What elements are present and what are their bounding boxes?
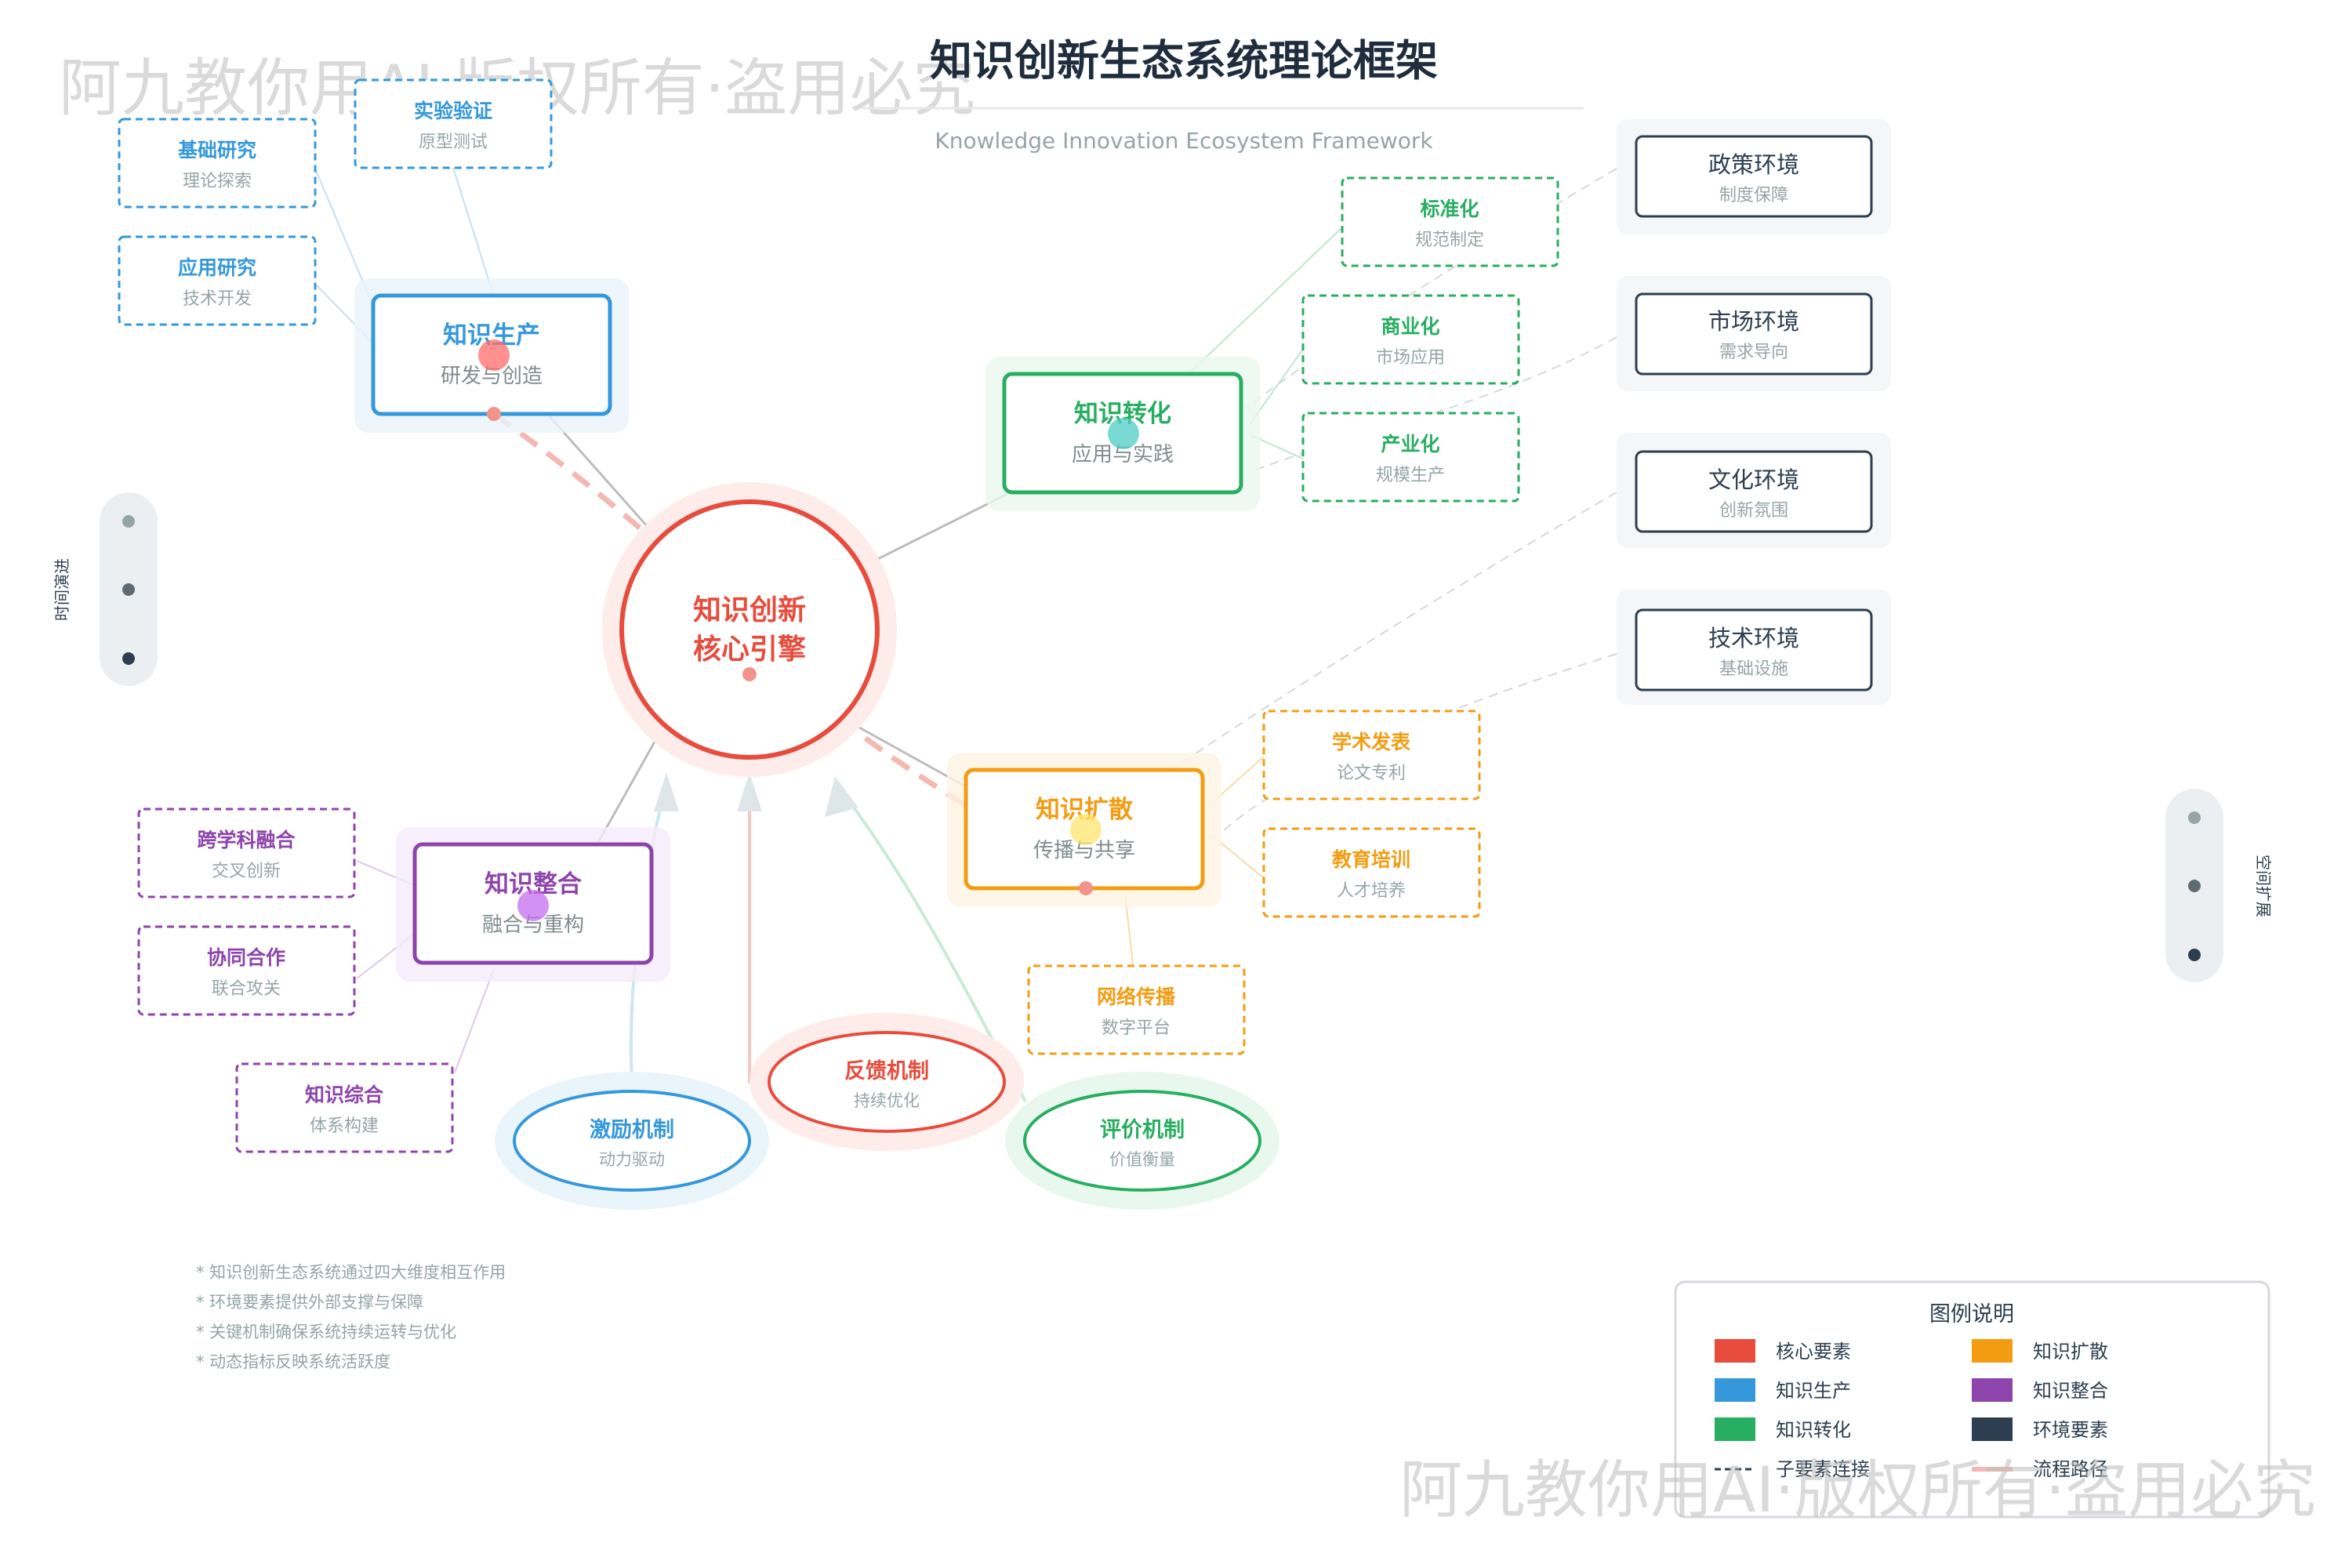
- sub-interdisciplinary[interactable]: 跨学科融合 交叉创新: [137, 808, 356, 898]
- watermark-bottom: 阿九教你用AI·版权所有·盗用必究: [1399, 1454, 2316, 1526]
- env-policy[interactable]: 政策环境 制度保障: [1617, 119, 1891, 234]
- mechanism-evaluation-title: 评价机制: [1100, 1118, 1185, 1142]
- sub-publication-subtitle: 论文专利: [1337, 764, 1406, 783]
- sub-applied-research[interactable]: 应用研究 技术开发: [118, 235, 317, 326]
- legend-swatch-diffusion: [1972, 1339, 2013, 1363]
- sub-commercialization-subtitle: 市场应用: [1376, 348, 1445, 368]
- sub-interdisciplinary-title: 跨学科融合: [197, 829, 296, 851]
- legend: 图例说明 核心要素 知识扩散 知识生产 知识整合 知识转化 环境要素 子要素连接…: [1674, 1280, 2270, 1519]
- page-title: 知识创新生态系统理论框架: [930, 36, 1438, 85]
- sub-basic-research-subtitle: 理论探索: [183, 172, 252, 191]
- legend-title: 图例说明: [1929, 1302, 2014, 1327]
- env-technology[interactable]: 技术环境 基础设施: [1617, 590, 1891, 705]
- notes: * 知识创新生态系统通过四大维度相互作用 * 环境要素提供外部支撑与保障 * 关…: [196, 1263, 506, 1371]
- note-2: * 环境要素提供外部支撑与保障: [196, 1293, 423, 1312]
- env-market-subtitle: 需求导向: [1719, 343, 1788, 362]
- mechanism-feedback[interactable]: 反馈机制 持续优化: [750, 1013, 1024, 1151]
- legend-label-flow: 流程路径: [2033, 1458, 2108, 1480]
- sub-education-subtitle: 人才培养: [1337, 881, 1406, 901]
- env-market[interactable]: 市场环境 需求导向: [1617, 276, 1891, 391]
- mechanism-incentive-title: 激励机制: [590, 1117, 674, 1142]
- time-evolution-label: 时间演进: [53, 558, 71, 621]
- sub-standardization[interactable]: 标准化 规范制定: [1341, 176, 1559, 267]
- note-4: * 动态指标反映系统活跃度: [196, 1352, 390, 1371]
- legend-label-diffusion: 知识扩散: [2033, 1341, 2108, 1363]
- sub-industrialization-title: 产业化: [1381, 433, 1439, 456]
- sub-applied-research-title: 应用研究: [178, 256, 256, 279]
- env-culture-title: 文化环境: [1708, 466, 1799, 493]
- sub-experiment[interactable]: 实验验证 原型测试: [354, 78, 553, 169]
- legend-swatch-environment: [1972, 1417, 2013, 1441]
- sub-commercialization[interactable]: 商业化 市场应用: [1301, 294, 1520, 385]
- sub-industrialization-subtitle: 规模生产: [1376, 466, 1445, 485]
- note-3: * 关键机制确保系统持续运转与优化: [196, 1323, 456, 1341]
- mechanism-feedback-title: 反馈机制: [844, 1059, 929, 1083]
- legend-label-dashed: 子要素连接: [1776, 1458, 1870, 1480]
- sub-publication-title: 学术发表: [1332, 731, 1411, 753]
- sub-synthesis-subtitle: 体系构建: [310, 1116, 379, 1136]
- legend-label-production: 知识生产: [1776, 1380, 1851, 1402]
- legend-label-core: 核心要素: [1776, 1341, 1851, 1363]
- sub-commercialization-title: 商业化: [1381, 315, 1439, 338]
- sub-collaboration-title: 协同合作: [207, 946, 285, 969]
- sub-collaboration[interactable]: 协同合作 联合攻关: [137, 925, 356, 1016]
- core-line1: 知识创新: [693, 594, 806, 626]
- legend-swatch-transformation: [1715, 1417, 1755, 1441]
- mechanism-feedback-subtitle: 持续优化: [854, 1091, 920, 1110]
- legend-swatch-core: [1715, 1339, 1755, 1363]
- sub-synthesis-title: 知识综合: [305, 1083, 384, 1106]
- sub-network-title: 网络传播: [1097, 985, 1176, 1008]
- env-policy-title: 政策环境: [1708, 151, 1799, 178]
- environment-connections: [1011, 168, 1617, 887]
- arrow-head-evaluation: [825, 776, 858, 817]
- legend-swatch-production: [1715, 1378, 1755, 1402]
- mechanism-incentive[interactable]: 激励机制 动力驱动: [495, 1072, 769, 1210]
- sub-publication[interactable]: 学术发表 论文专利: [1262, 710, 1481, 800]
- space-expansion-label: 空间扩展: [2254, 855, 2273, 917]
- sub-collaboration-subtitle: 联合攻关: [212, 979, 281, 999]
- core-line2: 核心引擎: [693, 633, 806, 666]
- mechanism-incentive-subtitle: 动力驱动: [599, 1150, 665, 1169]
- time-evolution-indicator: 时间演进: [53, 492, 158, 686]
- env-market-title: 市场环境: [1708, 308, 1799, 335]
- space-expansion-indicator: 空间扩展: [2165, 789, 2273, 982]
- note-1: * 知识创新生态系统通过四大维度相互作用: [196, 1263, 506, 1282]
- sub-applied-research-subtitle: 技术开发: [183, 289, 252, 309]
- sub-experiment-title: 实验验证: [414, 100, 492, 122]
- mechanism-evaluation-subtitle: 价值衡量: [1109, 1150, 1175, 1169]
- legend-label-integration: 知识整合: [2033, 1380, 2108, 1402]
- legend-label-transformation: 知识转化: [1776, 1419, 1851, 1441]
- arrow-head-feedback: [737, 772, 762, 811]
- mechanism-evaluation[interactable]: 评价机制 价值衡量: [1005, 1072, 1279, 1210]
- sub-standardization-subtitle: 规范制定: [1415, 230, 1484, 250]
- sub-interdisciplinary-subtitle: 交叉创新: [212, 862, 281, 881]
- legend-swatch-integration: [1972, 1378, 2013, 1402]
- sub-network[interactable]: 网络传播 数字平台: [1027, 964, 1246, 1055]
- env-culture[interactable]: 文化环境 创新氛围: [1617, 433, 1891, 548]
- arrow-head-incentive: [654, 772, 679, 811]
- sub-basic-research-title: 基础研究: [178, 139, 256, 162]
- env-culture-subtitle: 创新氛围: [1719, 501, 1788, 521]
- core-engine: 知识创新 核心引擎: [602, 482, 897, 777]
- sub-experiment-subtitle: 原型测试: [419, 132, 488, 152]
- env-policy-subtitle: 制度保障: [1719, 186, 1788, 205]
- env-technology-title: 技术环境: [1708, 625, 1799, 652]
- sub-synthesis[interactable]: 知识综合 体系构建: [235, 1062, 454, 1153]
- sub-education[interactable]: 教育培训 人才培养: [1262, 827, 1481, 918]
- page-subtitle: Knowledge Innovation Ecosystem Framework: [935, 128, 1433, 154]
- sub-basic-research[interactable]: 基础研究 理论探索: [118, 118, 317, 209]
- sub-education-title: 教育培训: [1332, 848, 1410, 871]
- activity-indicators: [478, 339, 1139, 921]
- sub-industrialization[interactable]: 产业化 规模生产: [1301, 412, 1520, 503]
- legend-label-environment: 环境要素: [2033, 1419, 2108, 1441]
- sub-standardization-title: 标准化: [1420, 198, 1479, 220]
- sub-network-subtitle: 数字平台: [1102, 1018, 1171, 1038]
- env-technology-subtitle: 基础设施: [1719, 659, 1788, 679]
